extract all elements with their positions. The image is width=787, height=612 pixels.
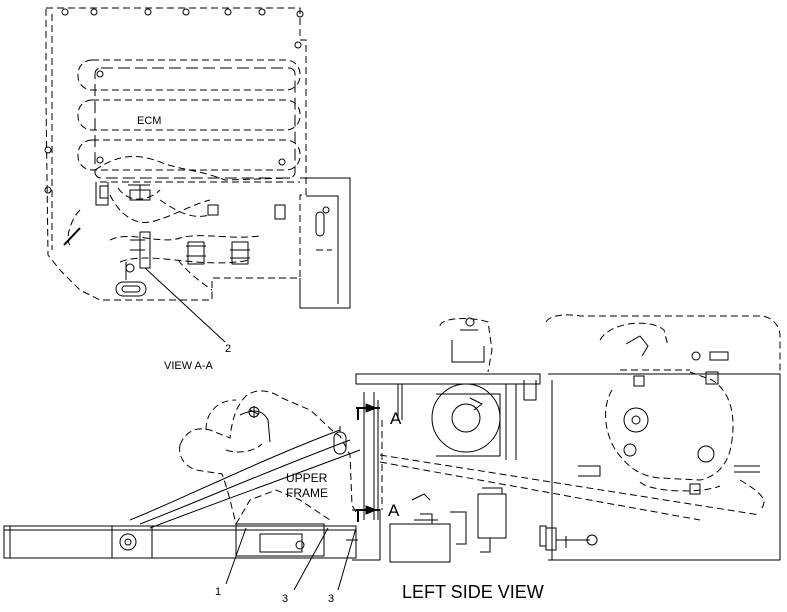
pump-compartment xyxy=(346,317,541,563)
callout-2: 2 xyxy=(225,343,231,355)
engine-compartment xyxy=(539,314,781,561)
section-a-label-top: A xyxy=(390,409,402,428)
ecm-harness xyxy=(63,156,300,297)
view-aa-top-bolts xyxy=(44,8,304,194)
upper-frame-label-line1: UPPER xyxy=(286,471,328,485)
frame-rail xyxy=(3,523,357,559)
callout-3-right-leader xyxy=(337,527,357,591)
upper-frame: UPPER FRAME xyxy=(179,390,357,525)
callout-3-left-leader xyxy=(293,527,329,591)
callout-1-leader xyxy=(225,527,247,585)
view-aa-inset: ECM xyxy=(44,7,351,372)
callout-2-leader xyxy=(144,267,226,343)
left-side-view: UPPER FRAME A A xyxy=(3,314,781,605)
callout-3-left: 3 xyxy=(282,593,288,605)
section-a-label-bottom: A xyxy=(388,501,400,520)
view-aa-housing-outline xyxy=(45,7,307,301)
view-aa-right-bracket xyxy=(299,177,351,309)
section-a-cut: A A xyxy=(356,392,402,522)
ecm-label: ECM xyxy=(137,115,161,127)
callout-3-right: 3 xyxy=(328,593,334,605)
harness-runs xyxy=(129,406,761,529)
left-side-view-title: LEFT SIDE VIEW xyxy=(402,582,544,602)
callout-1: 1 xyxy=(215,586,221,598)
callout-leaders xyxy=(225,527,357,591)
ecm-module: ECM xyxy=(77,59,301,179)
upper-frame-label-line2: FRAME xyxy=(286,486,328,500)
view-aa-title: VIEW A-A xyxy=(164,360,214,372)
